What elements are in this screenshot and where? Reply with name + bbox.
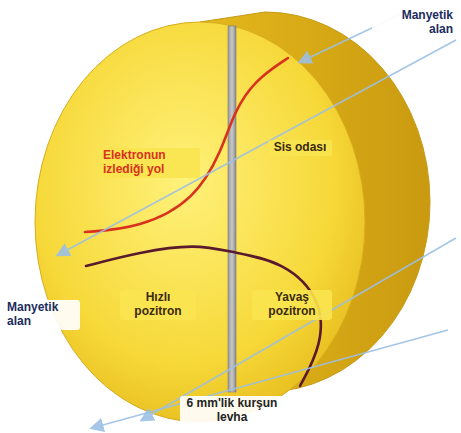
magnetic-field-arrows xyxy=(58,10,456,428)
field-arrow xyxy=(58,40,456,255)
track-label: Elektronun izlediği yol xyxy=(100,148,200,178)
plate-label: 6 mm'lik kurşun levha xyxy=(180,396,284,426)
track-label: Hızlı pozitron xyxy=(120,290,196,320)
cylinder-face xyxy=(35,22,365,422)
electron-track xyxy=(85,58,288,232)
field-label: Manyetik alan xyxy=(4,300,80,330)
field-arrow xyxy=(142,238,456,420)
field-arrow xyxy=(92,330,448,428)
lead-plate xyxy=(228,26,236,392)
chamber-label: Sis odası xyxy=(268,140,332,156)
track-label: Yavaş pozitron xyxy=(252,290,332,320)
field-label: Manyetik alan xyxy=(372,8,456,38)
